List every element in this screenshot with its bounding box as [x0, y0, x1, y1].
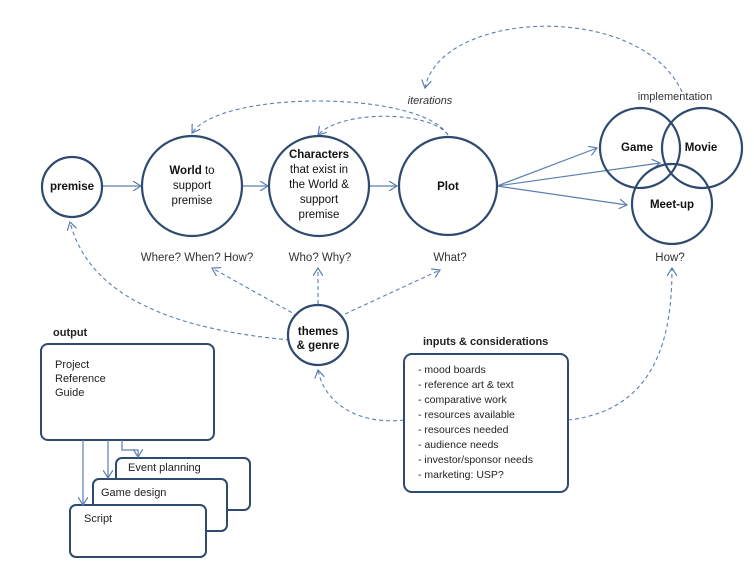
arrow-plot-movie [496, 163, 660, 187]
script-box [69, 504, 207, 558]
plot-circle [397, 135, 499, 237]
world-label: World to support premise [147, 164, 237, 209]
script-label: Script [84, 513, 113, 525]
characters-title: Characters [288, 149, 350, 161]
plot-label: Plot [437, 181, 459, 193]
implementation-label: implementation [637, 91, 713, 103]
game-design-label: Game design [101, 487, 167, 499]
world-text-3: premise [171, 195, 213, 207]
movie-circle [660, 106, 744, 190]
themes-arrow-world-q [212, 268, 299, 317]
characters-question: Who? Why? [288, 252, 352, 264]
inputs-arrow-how [567, 268, 672, 421]
themes-arrow-plot-q [344, 270, 440, 315]
inputs-title: inputs & considerations [423, 336, 549, 348]
reference-guide-line-1: Project [55, 359, 90, 371]
inputs-item: - resources available [418, 409, 515, 421]
reference-guide-line-2: Reference [55, 373, 106, 385]
inputs-item: - comparative work [418, 394, 507, 406]
characters-text-3: the World & [289, 179, 349, 191]
iteration-arrow-implementation [425, 25, 683, 93]
themes-circle [286, 303, 350, 367]
themes-text-2: & genre [296, 340, 340, 352]
themes-arrow-premise [70, 222, 291, 341]
reference-guide-line-3: Guide [55, 387, 85, 399]
themes-label: themes & genre [288, 325, 348, 353]
game-circle [598, 106, 682, 190]
game-label: Game [621, 142, 653, 154]
characters-text-4: support [299, 194, 339, 206]
arrow-plot-game [496, 148, 597, 187]
inputs-box [403, 353, 569, 493]
inputs-item: - mood boards [418, 364, 486, 376]
inputs-item: - reference art & text [418, 379, 514, 391]
world-question: Where? When? How? [140, 252, 254, 264]
characters-circle [267, 134, 371, 238]
inputs-item: - resources needed [418, 424, 509, 436]
output-title: output [53, 327, 88, 339]
characters-label: Characters that exist in the World & sup… [274, 148, 364, 223]
event-planning-label: Event planning [128, 462, 201, 474]
world-text-1: to [204, 165, 215, 177]
world-title: World [169, 165, 202, 177]
premise-label: premise [49, 181, 95, 193]
arrow-plot-meetup [496, 185, 627, 205]
inputs-item: - marketing: USP? [418, 469, 504, 481]
premise-circle [40, 155, 104, 219]
meetup-label: Meet-up [649, 199, 695, 211]
characters-text-5: premise [298, 209, 340, 221]
characters-text-2: that exist in [289, 164, 349, 176]
reference-guide-text: Project Reference Guide [55, 358, 106, 400]
inputs-item: - audience needs [418, 439, 499, 451]
plot-question: What? [433, 252, 467, 264]
themes-text-1: themes [297, 326, 339, 338]
iterations-label: iterations [407, 95, 453, 107]
reference-guide-box [40, 343, 215, 441]
inputs-item: - investor/sponsor needs [418, 454, 533, 466]
iteration-arrow-plot-characters [318, 115, 449, 135]
world-circle [140, 134, 244, 238]
world-text-2: support [172, 180, 212, 192]
meetup-circle [630, 162, 714, 246]
implementation-question: How? [655, 252, 685, 264]
inputs-arrow-themes [318, 370, 405, 422]
iteration-arrow-plot-world [192, 100, 449, 136]
output-arrow-event [121, 440, 138, 457]
movie-label: Movie [684, 142, 718, 154]
